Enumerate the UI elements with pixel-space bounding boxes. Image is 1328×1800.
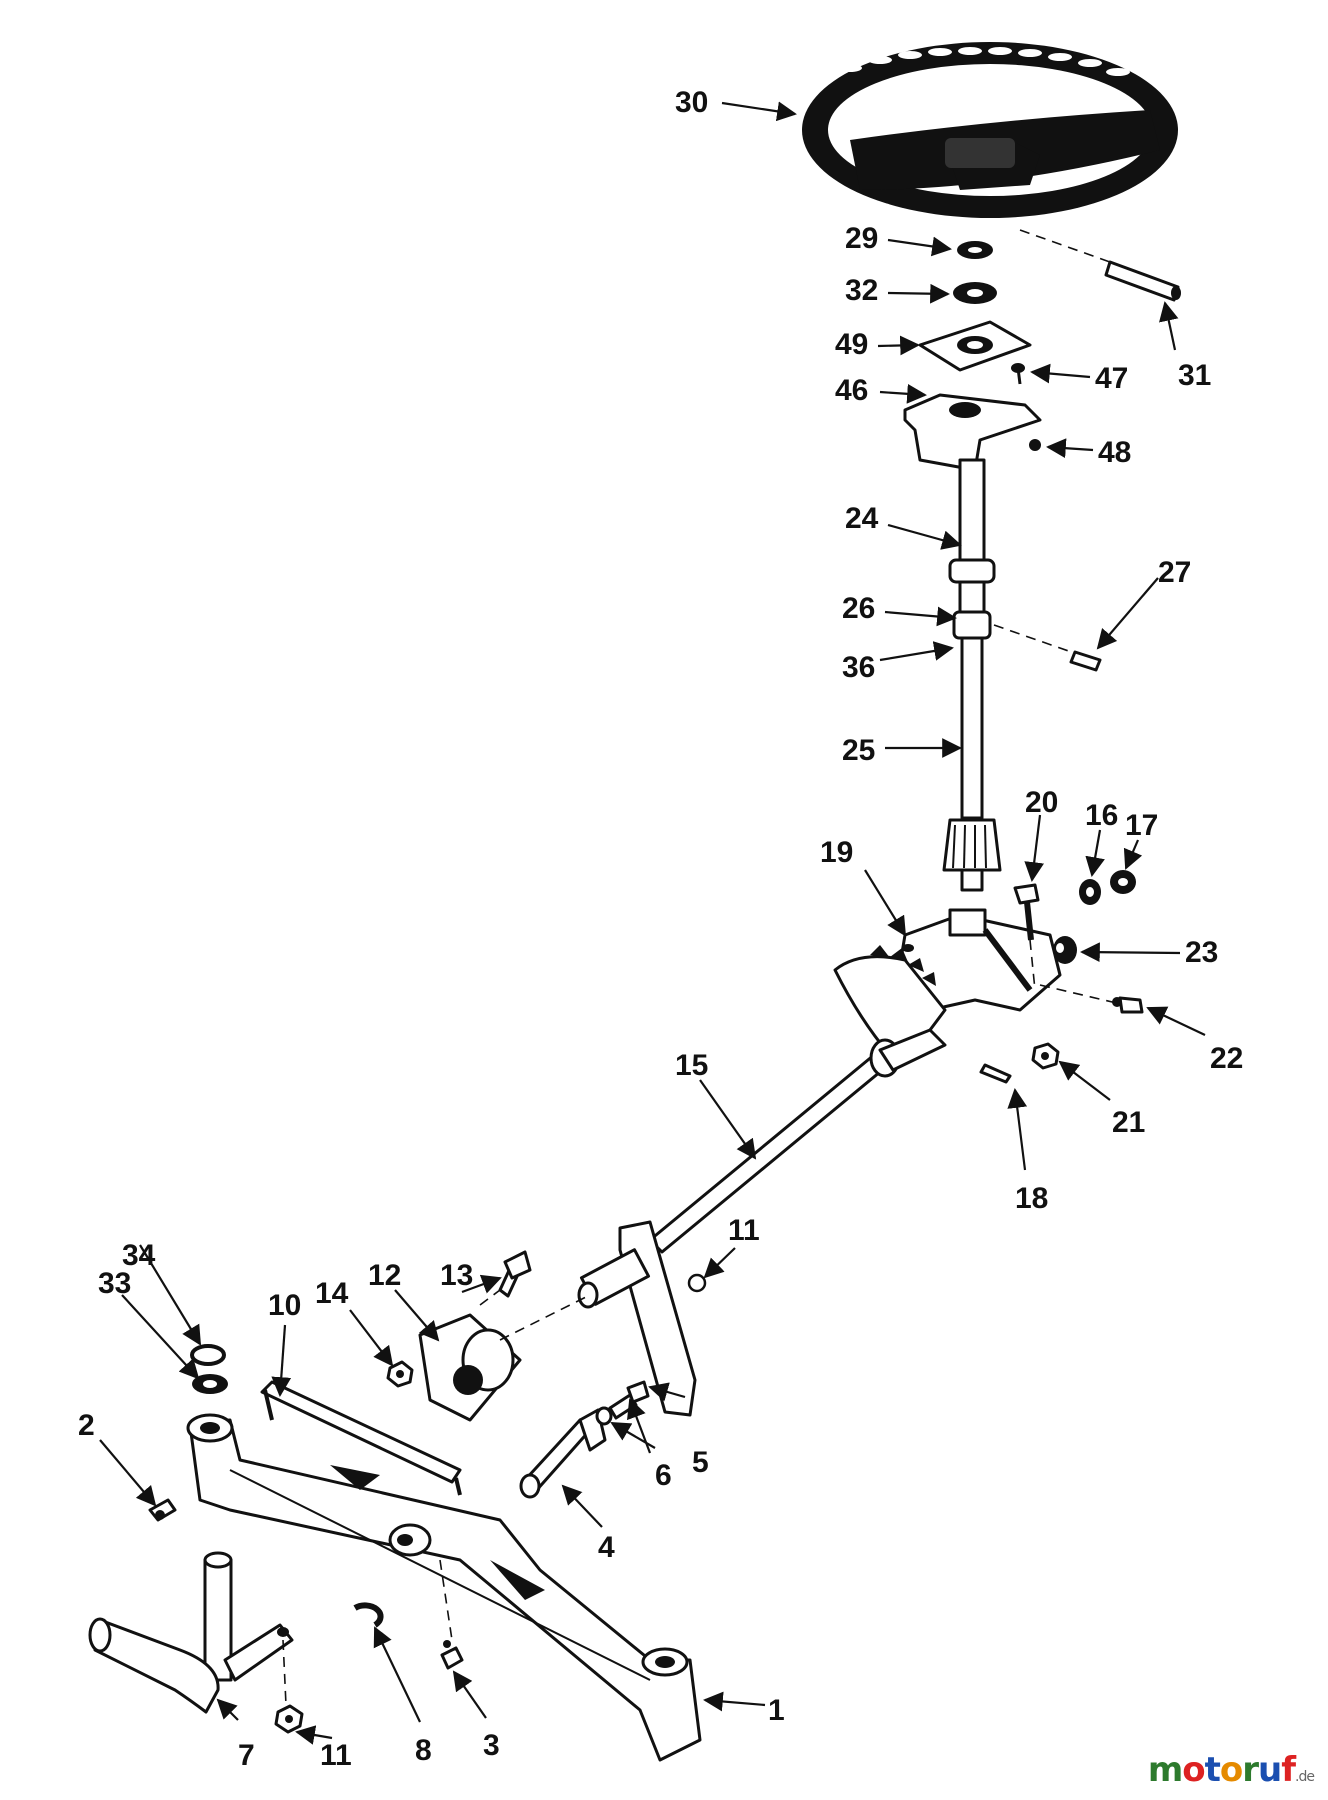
bolt-guide-line — [1029, 939, 1036, 991]
spacer — [1053, 936, 1077, 964]
bolt — [1013, 883, 1040, 941]
part-label-17: 17 — [1125, 809, 1158, 842]
brand-letter: t — [1204, 1750, 1221, 1790]
part-label-26: 26 — [842, 592, 875, 625]
part-label-16: 16 — [1085, 799, 1118, 832]
leader-arrows — [99, 101, 1206, 1745]
bearing-plate — [918, 320, 1032, 372]
brand-letter: u — [1258, 1750, 1282, 1790]
part-label-27: 27 — [1158, 556, 1191, 589]
nut-14 — [386, 1360, 414, 1388]
part-label-48: 48 — [1098, 436, 1131, 469]
part-label-10: 10 — [268, 1289, 301, 1322]
part-label-18: 18 — [1015, 1182, 1048, 1215]
part-labels: 30 29 32 49 46 47 48 31 24 27 26 36 25 2… — [78, 86, 1243, 1772]
sector-gear-assembly — [833, 908, 1062, 1057]
part-label-21: 21 — [1112, 1106, 1145, 1139]
part-label-13: 13 — [440, 1259, 473, 1292]
part-label-3: 3 — [483, 1729, 500, 1762]
part-label-1: 1 — [768, 1694, 785, 1727]
brand-letter: r — [1242, 1750, 1259, 1790]
part-label-2: 2 — [78, 1409, 95, 1442]
grease-fitting-2 — [148, 1498, 177, 1522]
part-label-34: 34 — [122, 1239, 156, 1272]
cup-washer — [957, 241, 993, 259]
pin-guide-line — [1019, 229, 1111, 263]
bolt-13-guide-line — [479, 1289, 501, 1306]
part-label-49: 49 — [835, 328, 868, 361]
nut-11-lower — [274, 1704, 304, 1734]
brand-watermark: motoruf.de — [1147, 1750, 1315, 1790]
set-screw — [1069, 650, 1102, 672]
cotter-pin — [979, 1063, 1012, 1084]
pivot-pin — [519, 1408, 607, 1499]
flat-washer — [953, 282, 997, 304]
spindle — [88, 1551, 294, 1714]
part-label-25: 25 — [842, 734, 875, 767]
part-label-36: 36 — [842, 651, 875, 684]
steering-shaft — [942, 458, 1002, 892]
part-label-5: 5 — [692, 1446, 709, 1479]
carriage-bolt — [498, 1250, 532, 1298]
part-label-32: 32 — [845, 274, 878, 307]
part-label-11-bottom: 11 — [320, 1739, 352, 1772]
hex-nut — [1031, 1042, 1060, 1070]
brand-letter: o — [1219, 1750, 1243, 1790]
part-label-7: 7 — [238, 1739, 255, 1772]
brand-suffix: .de — [1295, 1769, 1315, 1785]
screw — [1011, 363, 1025, 385]
part-label-47: 47 — [1095, 362, 1128, 395]
bushing-flange — [418, 1313, 522, 1422]
steering-wheel — [802, 42, 1178, 218]
part-label-15: 15 — [675, 1049, 708, 1082]
part-label-31: 31 — [1178, 359, 1211, 392]
fitting-guide-line — [1039, 984, 1126, 1006]
mounting-plate — [577, 1220, 697, 1417]
washer — [1079, 879, 1101, 905]
roll-pin — [1104, 260, 1181, 302]
housing-guide-line — [499, 1294, 591, 1341]
spindle-guide-line — [282, 1639, 287, 1706]
brand-letter: o — [1182, 1750, 1205, 1790]
axle-fitting-guide-line — [439, 1559, 453, 1641]
part-label-22: 22 — [1210, 1042, 1243, 1075]
grease-fitting — [1112, 996, 1144, 1014]
bolt-5 — [608, 1380, 650, 1420]
part-label-33: 33 — [98, 1267, 131, 1300]
nut-small — [1029, 439, 1041, 451]
part-label-14: 14 — [315, 1277, 349, 1310]
tie-rod — [260, 1380, 462, 1496]
part-label-8: 8 — [415, 1734, 432, 1767]
part-label-46: 46 — [835, 374, 868, 407]
part-label-11-top: 11 — [728, 1214, 760, 1247]
part-label-24: 24 — [845, 502, 879, 535]
part-label-19: 19 — [820, 836, 853, 869]
part-label-12: 12 — [368, 1259, 401, 1292]
snap-ring — [353, 1602, 384, 1628]
washer-outer — [1110, 870, 1136, 894]
part-label-29: 29 — [845, 222, 878, 255]
setscrew-guide-line — [993, 624, 1081, 656]
part-label-30: 30 — [675, 86, 708, 119]
grease-fitting-3 — [440, 1640, 464, 1670]
nut-plate — [687, 1273, 707, 1293]
steering-bracket — [903, 393, 1042, 472]
washer-33 — [192, 1374, 228, 1394]
washer-34 — [190, 1344, 226, 1366]
lock-washer — [595, 1406, 613, 1426]
brand-name: motoruf — [1147, 1750, 1296, 1790]
part-label-23: 23 — [1185, 936, 1218, 969]
brand-letter: m — [1147, 1750, 1183, 1790]
front-axle — [186, 1413, 702, 1762]
brand-letter: f — [1281, 1750, 1296, 1790]
part-label-4: 4 — [598, 1531, 615, 1564]
part-label-20: 20 — [1025, 786, 1058, 819]
part-label-6: 6 — [655, 1459, 672, 1492]
